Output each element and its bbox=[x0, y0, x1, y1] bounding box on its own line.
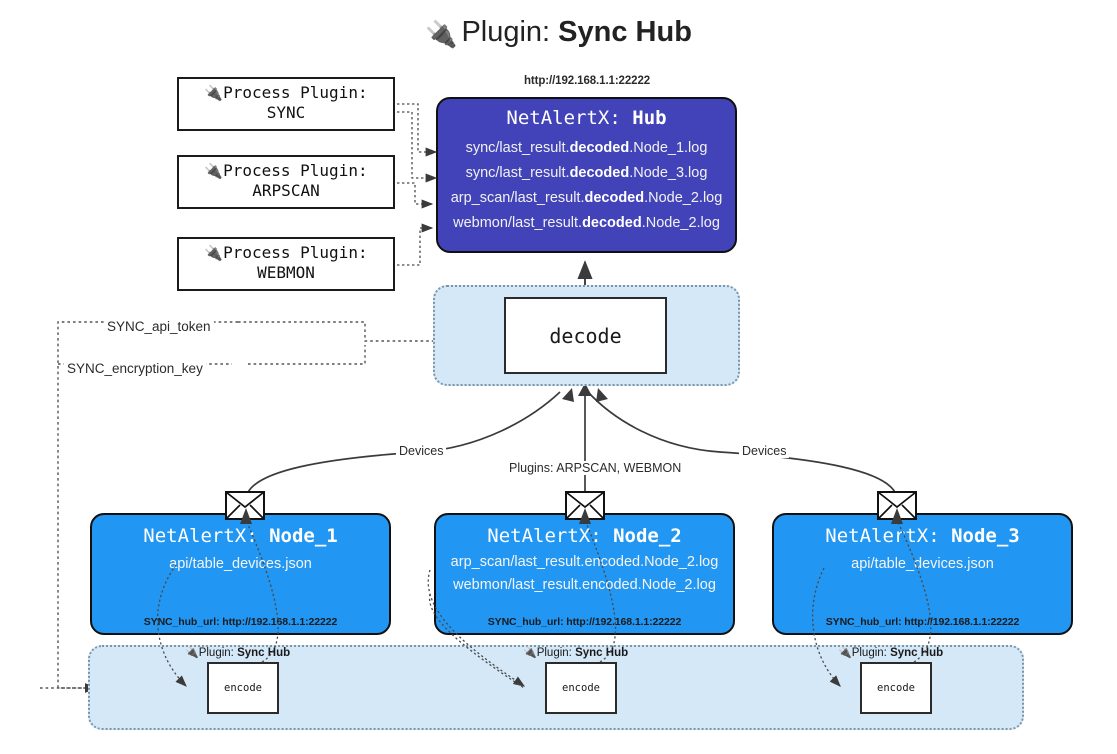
process-plugin-webmon[interactable]: 🔌Process Plugin: WEBMON bbox=[177, 237, 395, 291]
page-title: 🔌Plugin: Sync Hub bbox=[0, 16, 1117, 50]
hub-node[interactable]: NetAlertX: Hub sync/last_result.decoded.… bbox=[436, 97, 737, 253]
label-sync-encryption-key: SYNC_encryption_key bbox=[64, 361, 206, 376]
node-1-title: NetAlertX: Node_1 bbox=[143, 525, 338, 547]
node-netalertx-node-2[interactable]: NetAlertX: Node_2 arp_scan/last_result.e… bbox=[434, 513, 735, 635]
decode-box[interactable]: decode bbox=[504, 297, 667, 374]
label-sync-api-token: SYNC_api_token bbox=[104, 319, 214, 334]
encode-box-node-1[interactable]: encode bbox=[207, 662, 279, 714]
node-2-line: webmon/last_result.encoded.Node_2.log bbox=[453, 577, 716, 594]
label-devices-right: Devices bbox=[739, 444, 790, 458]
encode-plugin-label-2: 🔌Plugin: Sync Hub bbox=[523, 647, 629, 659]
process-plugin-sync-label: 🔌Process Plugin: bbox=[204, 83, 368, 102]
label-plugins-list: Plugins: ARPSCAN, WEBMON bbox=[506, 461, 685, 475]
electric-plug-icon: 🔌 bbox=[204, 244, 224, 262]
encode-box-node-3[interactable]: encode bbox=[860, 662, 932, 714]
process-plugin-sync[interactable]: 🔌Process Plugin: SYNC bbox=[177, 77, 395, 131]
node-netalertx-node-1[interactable]: NetAlertX: Node_1 api/table_devices.json… bbox=[90, 513, 391, 635]
electric-plug-icon: 🔌 bbox=[204, 84, 224, 102]
hub-log-line: sync/last_result.decoded.Node_3.log bbox=[465, 164, 708, 181]
process-plugin-arpscan[interactable]: 🔌Process Plugin: ARPSCAN bbox=[177, 155, 395, 209]
node-3-title: NetAlertX: Node_3 bbox=[825, 525, 1020, 547]
node-1-hub-url: SYNC_hub_url: http://192.168.1.1:22222 bbox=[143, 616, 338, 628]
node-2-line: arp_scan/last_result.encoded.Node_2.log bbox=[450, 554, 719, 570]
electric-plug-icon: 🔌 bbox=[204, 162, 224, 180]
process-plugin-webmon-label: 🔌Process Plugin: bbox=[204, 243, 368, 262]
hub-title: NetAlertX: Hub bbox=[506, 107, 667, 129]
node-netalertx-node-3[interactable]: NetAlertX: Node_3 api/table_devices.json… bbox=[772, 513, 1073, 635]
hub-log-line: webmon/last_result.decoded.Node_2.log bbox=[453, 214, 720, 231]
electric-plug-icon: 🔌 bbox=[523, 647, 537, 659]
process-plugin-webmon-value: WEBMON bbox=[257, 263, 315, 282]
label-devices-left: Devices bbox=[396, 444, 447, 458]
node-1-line: api/table_devices.json bbox=[169, 556, 312, 572]
electric-plug-icon: 🔌 bbox=[838, 647, 852, 659]
node-2-title: NetAlertX: Node_2 bbox=[487, 525, 682, 547]
electric-plug-icon: 🔌 bbox=[425, 19, 458, 49]
process-plugin-arpscan-label: 🔌Process Plugin: bbox=[204, 161, 368, 180]
encode-plugin-label-3: 🔌Plugin: Sync Hub bbox=[838, 647, 944, 659]
envelope-icon bbox=[877, 491, 917, 520]
envelope-icon bbox=[565, 491, 605, 520]
process-plugin-arpscan-value: ARPSCAN bbox=[252, 181, 320, 200]
node-2-hub-url: SYNC_hub_url: http://192.168.1.1:22222 bbox=[487, 616, 682, 628]
envelope-icon bbox=[225, 491, 265, 520]
encode-plugin-label-1: 🔌Plugin: Sync Hub bbox=[185, 647, 291, 659]
process-plugin-sync-value: SYNC bbox=[266, 103, 306, 122]
hub-log-line: arp_scan/last_result.decoded.Node_2.log bbox=[450, 189, 723, 206]
node-3-line: api/table_devices.json bbox=[851, 556, 994, 572]
encode-box-node-2[interactable]: encode bbox=[545, 662, 617, 714]
page-title-name: Sync Hub bbox=[558, 16, 692, 48]
node-3-hub-url: SYNC_hub_url: http://192.168.1.1:22222 bbox=[825, 616, 1020, 628]
hub-url-label: http://192.168.1.1:22222 bbox=[523, 75, 651, 87]
page-title-prefix: Plugin: bbox=[461, 16, 551, 48]
electric-plug-icon: 🔌 bbox=[185, 647, 199, 659]
hub-log-line: sync/last_result.decoded.Node_1.log bbox=[465, 140, 708, 156]
